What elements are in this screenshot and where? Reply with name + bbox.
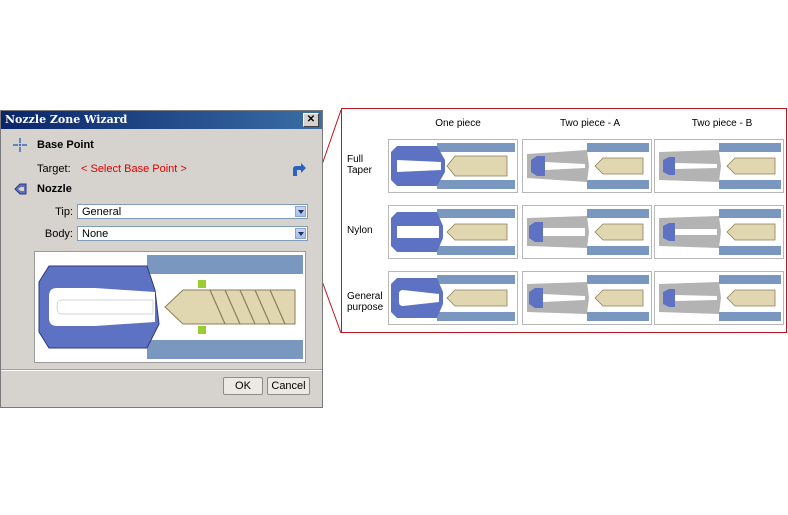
nozzle-type-panel: One piece Two piece - A Two piece - B Fu…: [341, 108, 787, 333]
row-label-full-taper: Full Taper: [347, 154, 372, 176]
tip-label: Tip:: [55, 206, 73, 218]
select-arrow-icon[interactable]: [290, 163, 306, 179]
row-label-line2: Taper: [347, 165, 373, 176]
row-label-line2: purpose: [347, 302, 384, 313]
row-label-line1: Nylon: [347, 225, 373, 236]
thumb-full-taper-one-piece[interactable]: [388, 139, 518, 193]
chevron-down-icon[interactable]: [295, 228, 306, 239]
thumb-full-taper-two-piece-a[interactable]: [522, 139, 652, 193]
close-icon: ✕: [306, 114, 316, 125]
row-label-nylon: Nylon: [347, 225, 373, 236]
select-base-point-link[interactable]: < Select Base Point >: [81, 163, 187, 175]
row-label-general-purpose: General purpose: [347, 291, 383, 313]
thumb-general-purpose-one-piece[interactable]: [388, 271, 518, 325]
body-label: Body:: [44, 228, 73, 240]
thumb-full-taper-two-piece-b[interactable]: [654, 139, 784, 193]
thumb-general-purpose-two-piece-a[interactable]: [522, 271, 652, 325]
ok-button[interactable]: OK: [223, 377, 263, 395]
thumb-general-purpose-two-piece-b[interactable]: [654, 271, 784, 325]
column-header-one-piece: One piece: [435, 118, 481, 129]
thumb-nylon-two-piece-b[interactable]: [654, 205, 784, 259]
close-button[interactable]: ✕: [303, 113, 319, 127]
base-point-label: Base Point: [37, 139, 94, 151]
cancel-button[interactable]: Cancel: [267, 377, 310, 395]
column-header-two-piece-a: Two piece - A: [559, 118, 621, 129]
thumb-nylon-one-piece[interactable]: [388, 205, 518, 259]
nozzle-preview: [34, 251, 306, 363]
nozzle-zone-wizard-dialog: Nozzle Zone Wizard ✕ Base Point Target: …: [0, 110, 323, 408]
tip-select[interactable]: General: [77, 204, 308, 219]
nozzle-preview-graphic: [38, 255, 303, 359]
body-select[interactable]: None: [77, 226, 308, 241]
base-point-icon: [13, 138, 27, 152]
body-value: None: [82, 228, 109, 240]
chevron-down-icon[interactable]: [295, 206, 306, 217]
target-label: Target:: [37, 163, 71, 175]
button-separator: [1, 369, 322, 371]
column-header-two-piece-b: Two piece - B: [691, 118, 753, 129]
nozzle-icon: [14, 183, 27, 195]
tip-value: General: [82, 206, 122, 218]
row-label-line1: General: [347, 291, 383, 302]
nozzle-label: Nozzle: [37, 183, 72, 195]
title-bar: Nozzle Zone Wizard ✕: [1, 111, 322, 129]
thumb-nylon-two-piece-a[interactable]: [522, 205, 652, 259]
dialog-title: Nozzle Zone Wizard: [5, 113, 128, 126]
row-label-line1: Full: [347, 154, 364, 165]
